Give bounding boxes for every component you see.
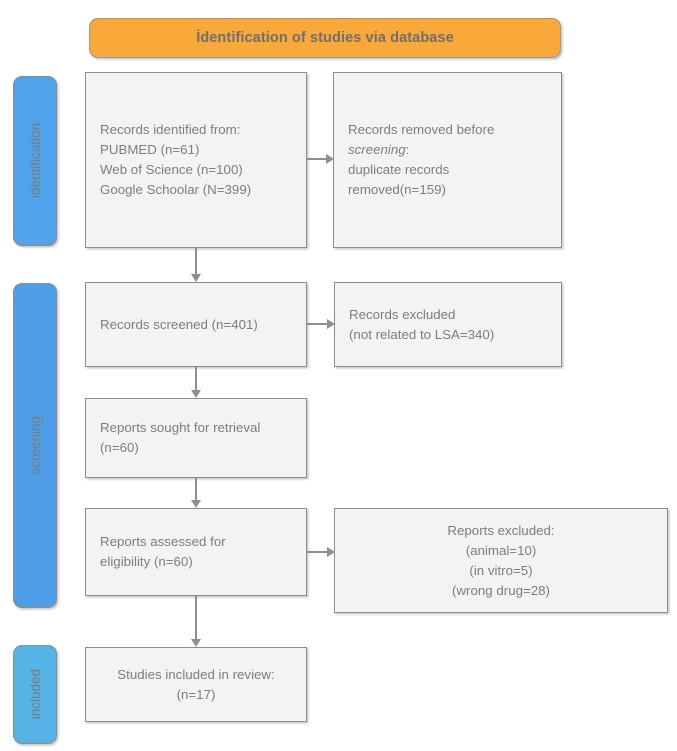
box-line: Records screened (n=401): [100, 316, 258, 332]
arrow-assessed-to-reports-excluded: [307, 546, 336, 557]
arrow-shaft: [307, 551, 328, 553]
box-reports-sought-for-retrieval: Reports sought for retrieval (n=60): [85, 398, 307, 478]
box-line: eligibility (n=60): [100, 554, 193, 569]
arrow-head-down-icon: [190, 274, 201, 282]
box-line: (animal=10): [465, 542, 537, 558]
box-line: Google Schoolar (N=399): [100, 182, 252, 197]
arrow-identified-to-removed: [307, 153, 335, 164]
stage-label-screening: screening: [27, 416, 43, 475]
arrow-sought-to-assessed: [190, 478, 201, 508]
stage-bar-included: included: [13, 645, 57, 744]
box-line: (not related to LSA=340): [349, 326, 495, 342]
box-records-identified: Records identified from: PUBMED (n=61) W…: [85, 72, 307, 248]
box-line: Web of Science (n=100): [100, 162, 243, 177]
box-line: Records excluded: [349, 306, 456, 322]
box-line: Records removed before: [348, 122, 495, 137]
banner-label: İdentification of studies via database: [196, 30, 454, 46]
arrow-shaft: [307, 323, 328, 325]
stage-bar-screening: screening: [13, 283, 57, 608]
arrow-head-down-icon: [190, 500, 201, 508]
box-line: Reports excluded:: [447, 522, 555, 538]
colon: :: [405, 142, 410, 157]
box-line: removed(n=159): [348, 182, 446, 197]
arrow-head-right-icon: [327, 318, 335, 329]
box-records-removed-before-screening: Records removed before screening: duplic…: [333, 72, 562, 248]
italic-screening: screening: [348, 142, 406, 157]
box-line: Reports assessed for: [100, 534, 226, 549]
arrow-shaft: [195, 596, 197, 639]
stage-bar-identification: identification: [13, 76, 57, 246]
arrow-assessed-to-included: [190, 596, 201, 647]
box-records-excluded: Records excluded (not related to LSA=340…: [334, 282, 562, 367]
box-studies-included-in-review: Studies included in review: (n=17): [85, 647, 307, 722]
box-reports-assessed-for-eligibility: Reports assessed for eligibility (n=60): [85, 508, 307, 596]
arrow-head-down-icon: [190, 390, 201, 398]
box-records-screened: Records screened (n=401): [85, 282, 307, 367]
arrow-shaft: [307, 158, 327, 160]
box-line-screening-italic: screening:: [348, 140, 547, 160]
box-line: PUBMED (n=61): [100, 142, 200, 157]
banner-identification-via-database: İdentification of studies via database: [89, 18, 561, 58]
stage-label-identification: identification: [27, 123, 43, 199]
stage-label-included: included: [27, 669, 43, 720]
arrow-head-right-icon: [326, 153, 334, 164]
box-line: (wrong drug=28): [452, 582, 550, 598]
arrow-identified-to-screened: [190, 248, 201, 282]
arrow-shaft: [195, 478, 197, 500]
arrow-screened-to-sought: [190, 367, 201, 398]
box-line: duplicate records: [348, 162, 450, 177]
arrow-shaft: [195, 367, 197, 390]
arrow-head-down-icon: [190, 639, 201, 647]
box-line: (n=17): [176, 686, 216, 702]
box-line: (n=60): [100, 440, 139, 455]
box-line: (in vitro=5): [469, 562, 533, 578]
arrow-screened-to-records-excluded: [307, 318, 336, 329]
box-line: Studies included in review:: [117, 666, 275, 682]
arrow-head-right-icon: [327, 546, 335, 557]
arrow-shaft: [195, 248, 197, 274]
box-line: Records identified from:: [100, 122, 241, 137]
box-line: Reports sought for retrieval: [100, 420, 261, 435]
box-reports-excluded: Reports excluded: (animal=10) (in vitro=…: [334, 508, 668, 613]
